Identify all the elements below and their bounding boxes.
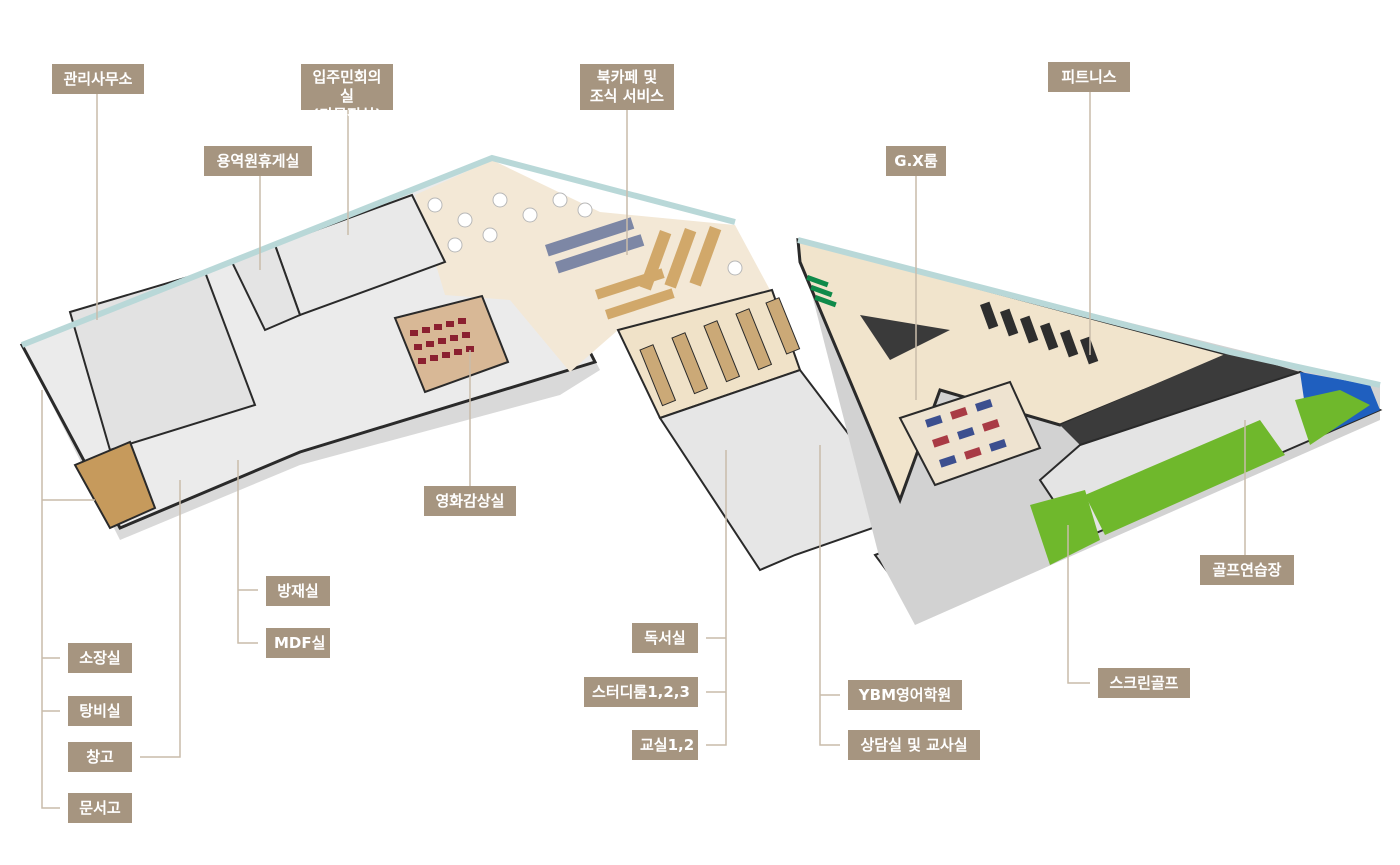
management-office-floor (68, 270, 257, 452)
label-staff-lounge: 용역원휴게실 (204, 146, 312, 176)
label-disaster-room: 방재실 (266, 576, 330, 606)
label-fitness: 피트니스 (1048, 62, 1130, 92)
label-resident-meeting-room-line2: (다목적실) (312, 106, 382, 124)
leader-left-group (41, 390, 60, 809)
label-study-rooms: 스터디룸1,2,3 (584, 677, 698, 707)
leader-ybm-group (819, 445, 840, 746)
label-mdf-room: MDF실 (266, 628, 330, 658)
book-cafe-floor (415, 160, 770, 372)
movie-seats (410, 318, 474, 364)
wood-shelves (595, 225, 722, 320)
movie-room-floor (393, 294, 510, 394)
label-management-office: 관리사무소 (52, 64, 144, 94)
label-pantry: 탕비실 (68, 696, 132, 726)
fitness-dark-zone (1060, 352, 1300, 445)
leader-reading-group (706, 450, 727, 746)
cafe-tables (427, 192, 743, 276)
label-book-cafe-line2: 조식 서비스 (589, 87, 665, 105)
label-director-room: 소장실 (68, 643, 132, 673)
document-storage-floor (73, 440, 157, 530)
entry-strips (806, 275, 837, 308)
label-reading-room: 독서실 (632, 623, 698, 653)
label-document-storage: 문서고 (68, 793, 132, 823)
label-book-cafe: 북카페 및 조식 서비스 (580, 64, 674, 110)
leader-screen-golf (1067, 525, 1090, 684)
label-book-cafe-line1: 북카페 및 (596, 68, 658, 86)
glass-wall-right (797, 237, 1381, 388)
label-counseling-room: 상담실 및 교사실 (848, 730, 980, 760)
label-resident-meeting-room: 입주민회의실 (다목적실) (301, 64, 393, 124)
leader-disaster-mdf (237, 460, 258, 644)
label-storage: 창고 (68, 742, 132, 772)
glass-wall-top (20, 154, 736, 348)
reading-desks (639, 297, 801, 407)
fitness-mat (860, 315, 950, 360)
label-classrooms: 교실1,2 (632, 730, 698, 760)
golf-turf (1085, 420, 1285, 535)
screen-golf-turf (1030, 490, 1100, 565)
label-golf-practice: 골프연습장 (1200, 555, 1294, 585)
label-gx-room: G.X룸 (886, 146, 946, 176)
study-room-block (658, 368, 912, 572)
label-movie-room: 영화감상실 (424, 486, 516, 516)
treadmills (980, 301, 1099, 365)
leader-storage (140, 480, 181, 758)
cafe-long-tables (545, 217, 645, 274)
gx-mats (924, 399, 1007, 468)
label-screen-golf: 스크린골프 (1098, 668, 1190, 698)
golf-green (1295, 390, 1370, 445)
label-ybm-academy: YBM영어학원 (848, 680, 962, 710)
label-resident-meeting-room-line1: 입주민회의실 (312, 68, 382, 105)
